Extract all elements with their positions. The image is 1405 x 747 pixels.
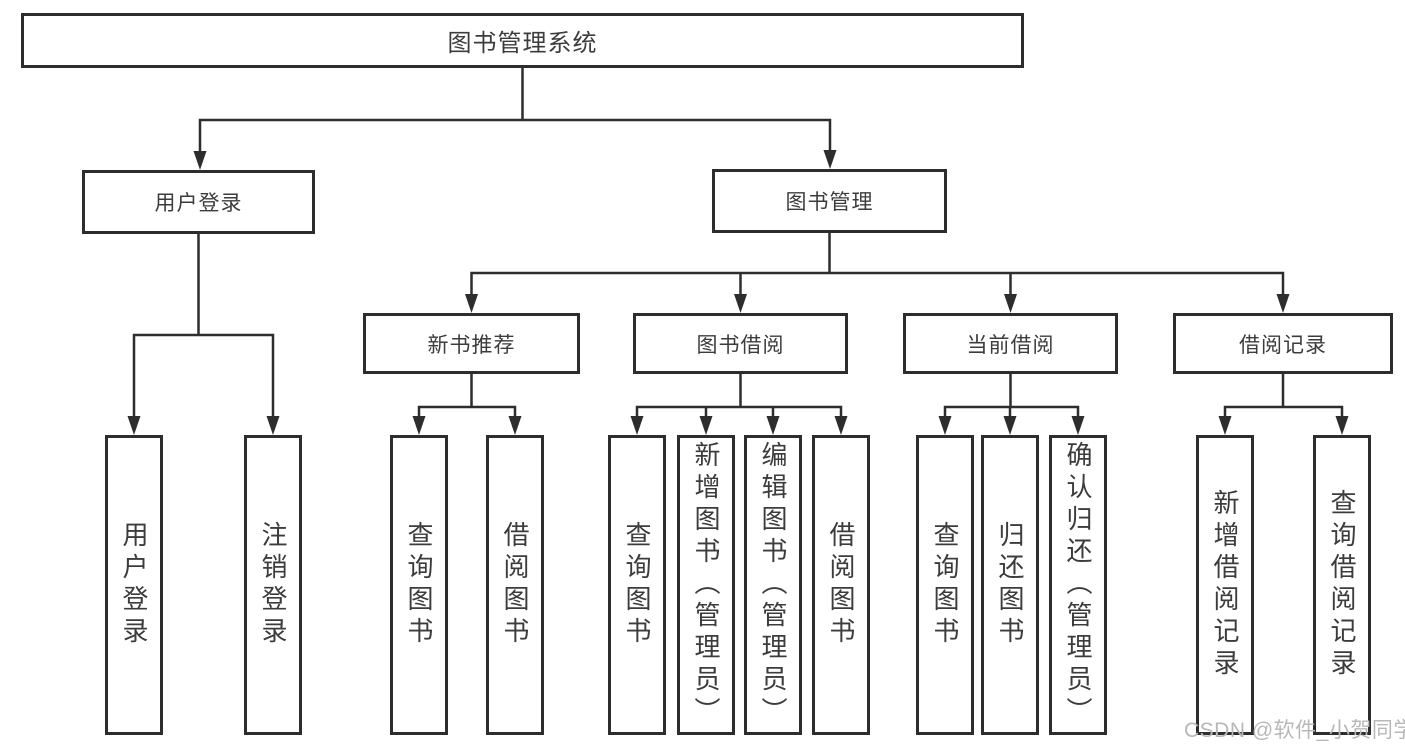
node-borrowing-records-label: 借阅记录 — [1239, 333, 1327, 357]
leaf-query-books-borrow: 查询图书 — [608, 435, 666, 735]
arrowheads — [127, 150, 1349, 435]
connector-borrow-records — [1223, 374, 1344, 420]
node-borrowing-records: 借阅记录 — [1173, 313, 1393, 374]
leaf-query-books-recommend: 查询图书 — [390, 435, 448, 735]
arrowhead — [1071, 416, 1085, 435]
arrowhead — [465, 294, 478, 313]
arrowhead — [1276, 294, 1290, 313]
node-current-borrowing-label: 当前借阅 — [966, 333, 1055, 357]
connector-new-book — [417, 374, 517, 420]
node-current-borrowing: 当前借阅 — [903, 313, 1118, 374]
arrowhead — [1335, 416, 1349, 435]
node-user-login: 用户登录 — [82, 170, 315, 234]
node-book-management: 图书管理 — [712, 169, 947, 233]
arrowhead — [630, 416, 644, 435]
leaf-edit-book-admin: 编辑图书（管理员） — [744, 435, 802, 735]
node-new-book-recommendation-label: 新书推荐 — [427, 333, 516, 357]
arrowhead — [508, 416, 522, 435]
connector-root — [198, 68, 832, 154]
node-book-borrowing-label: 图书借阅 — [696, 333, 785, 357]
root-node-label: 图书管理系统 — [447, 30, 598, 57]
leaf-add-book-admin-label: 新增图书（管理员） — [691, 441, 721, 729]
leaf-borrow-books: 借阅图书 — [812, 435, 870, 735]
leaf-user-login: 用户登录 — [105, 435, 163, 735]
leaf-query-books-current: 查询图书 — [916, 435, 974, 735]
node-user-login-label: 用户登录 — [154, 192, 243, 215]
arrowhead — [127, 416, 141, 435]
leaf-return-books-label: 归还图书 — [995, 521, 1025, 649]
leaf-add-book-admin: 新增图书（管理员） — [677, 435, 735, 735]
leaf-add-borrow-record: 新增借阅记录 — [1196, 435, 1254, 735]
leaf-borrow-books-label: 借阅图书 — [826, 521, 856, 649]
leaf-edit-book-admin-label: 编辑图书（管理员） — [758, 441, 788, 729]
arrowhead — [412, 416, 426, 435]
csdn-watermark: CSDN @软件_小贺同学 — [1184, 719, 1405, 742]
connector-book-borrow — [635, 374, 843, 420]
leaf-add-borrow-record-label: 新增借阅记录 — [1210, 489, 1240, 681]
arrowhead — [1003, 416, 1017, 435]
leaf-confirm-return-admin-label: 确认归还（管理员） — [1063, 441, 1093, 729]
arrowhead — [1004, 294, 1017, 313]
node-book-management-label: 图书管理 — [785, 191, 874, 214]
leaf-query-books-current-label: 查询图书 — [930, 521, 960, 649]
leaf-user-login-label: 用户登录 — [119, 521, 149, 649]
arrowhead — [193, 151, 207, 170]
arrowhead — [1218, 416, 1232, 435]
connector-book-management — [470, 233, 1285, 298]
connector-user-login — [132, 234, 275, 420]
leaf-borrow-books-recommend: 借阅图书 — [486, 435, 544, 735]
leaf-logout: 注销登录 — [244, 435, 302, 735]
leaf-logout-label: 注销登录 — [258, 521, 288, 649]
arrowhead — [938, 416, 952, 435]
leaf-query-books-recommend-label: 查询图书 — [404, 521, 434, 649]
arrowhead — [266, 416, 280, 435]
arrowhead — [823, 150, 837, 169]
connector-current-borrow — [943, 374, 1080, 420]
arrowhead — [834, 416, 848, 435]
leaf-return-books: 归还图书 — [981, 435, 1039, 735]
leaf-query-books-borrow-label: 查询图书 — [622, 521, 652, 649]
leaf-confirm-return-admin: 确认归还（管理员） — [1049, 435, 1107, 735]
leaf-query-borrow-record: 查询借阅记录 — [1313, 435, 1371, 735]
leaf-borrow-books-recommend-label: 借阅图书 — [500, 521, 530, 649]
node-new-book-recommendation: 新书推荐 — [363, 313, 580, 374]
root-node: 图书管理系统 — [21, 13, 1024, 68]
arrowhead — [734, 294, 747, 313]
arrowhead — [766, 416, 780, 435]
leaf-query-borrow-record-label: 查询借阅记录 — [1327, 489, 1357, 681]
arrowhead — [699, 416, 713, 435]
node-book-borrowing: 图书借阅 — [633, 313, 848, 374]
